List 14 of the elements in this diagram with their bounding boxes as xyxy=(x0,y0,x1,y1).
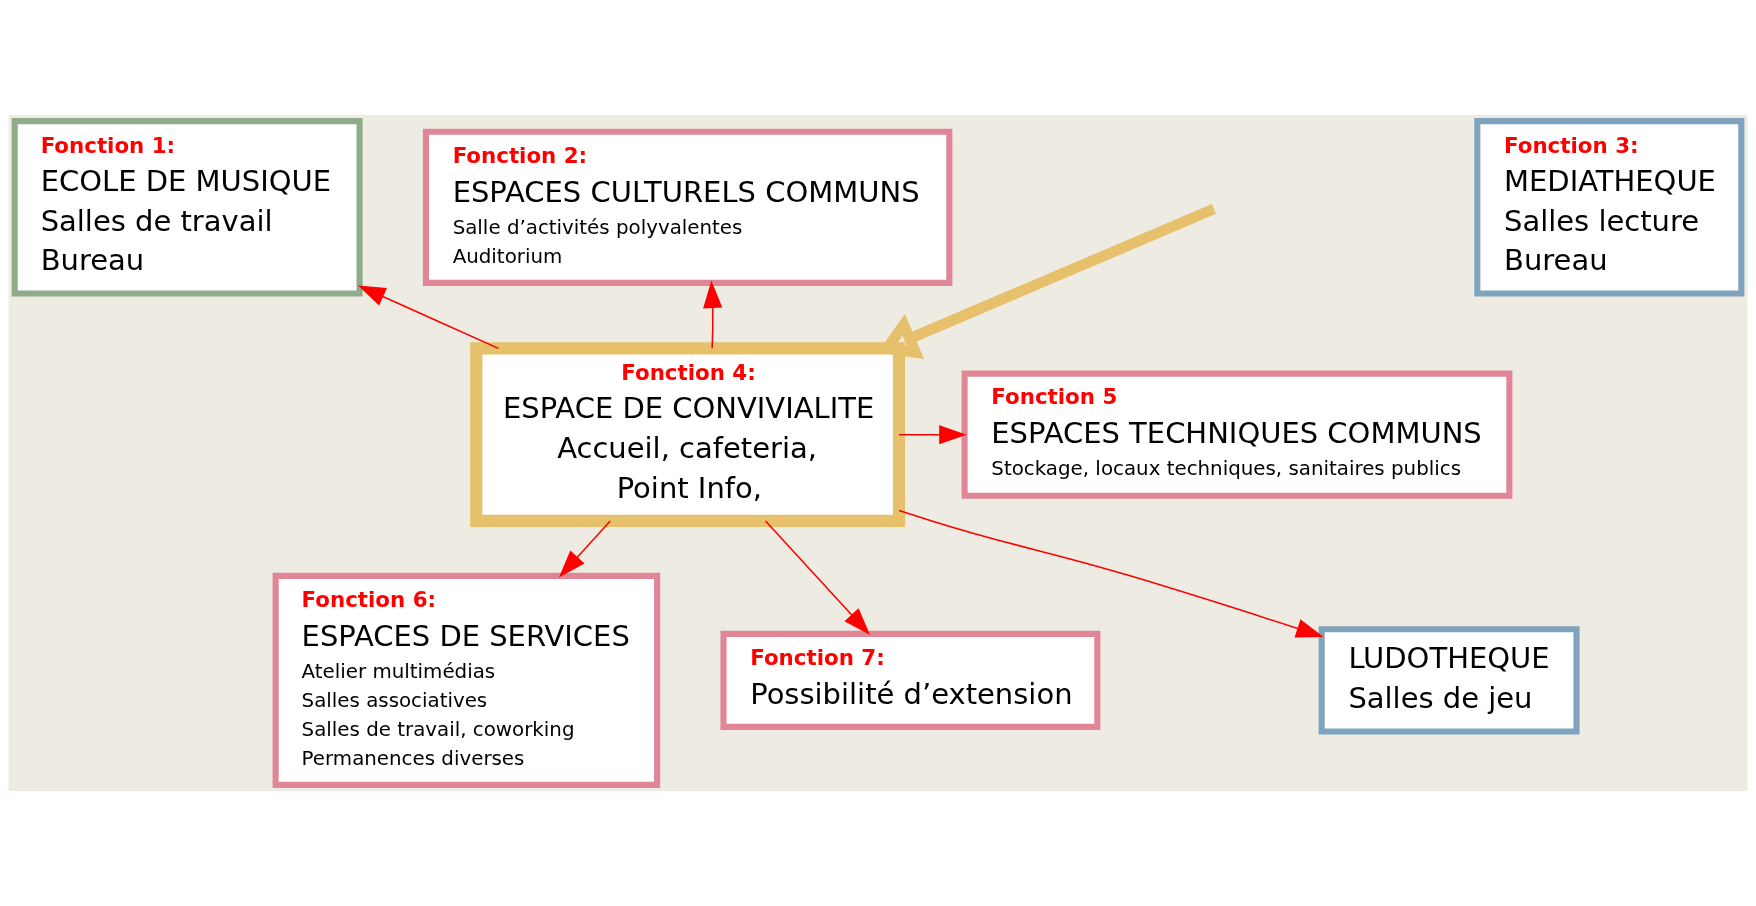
arrow xyxy=(898,425,967,445)
node-box: Fonction 3: MEDIATHEQUE Salles lecture Bureau xyxy=(1474,118,1745,297)
arrow xyxy=(898,509,1324,638)
node-box: Fonction 2: ESPACES CULTURELS COMMUNS Salle d’activités polyvalentes Auditorium xyxy=(422,128,953,286)
arrow xyxy=(357,285,500,350)
node-box: LUDOTHEQUE Salles de jeu xyxy=(1318,626,1580,735)
node-box: Fonction 6: ESPACES DE SERVICES Atelier multimédias Salles associatives Salles de travail, coworking Permanences diverses xyxy=(272,572,661,788)
node-box: Fonction 7: Possibilité d’extension xyxy=(720,630,1101,730)
arrow xyxy=(703,280,723,350)
node-box: Fonction 5 ESPACES TECHNIQUES COMMUNS Stockage, locaux techniques, sanitaires publics xyxy=(961,370,1513,499)
arrow xyxy=(764,520,871,635)
node-box: Fonction 1: ECOLE DE MUSIQUE Salles de travail Bureau xyxy=(11,118,363,297)
node-box: Fonction 4: ESPACE DE CONVIVIALITE Accueil, cafeteria, Point Info, xyxy=(470,342,906,527)
arrow xyxy=(558,520,612,578)
